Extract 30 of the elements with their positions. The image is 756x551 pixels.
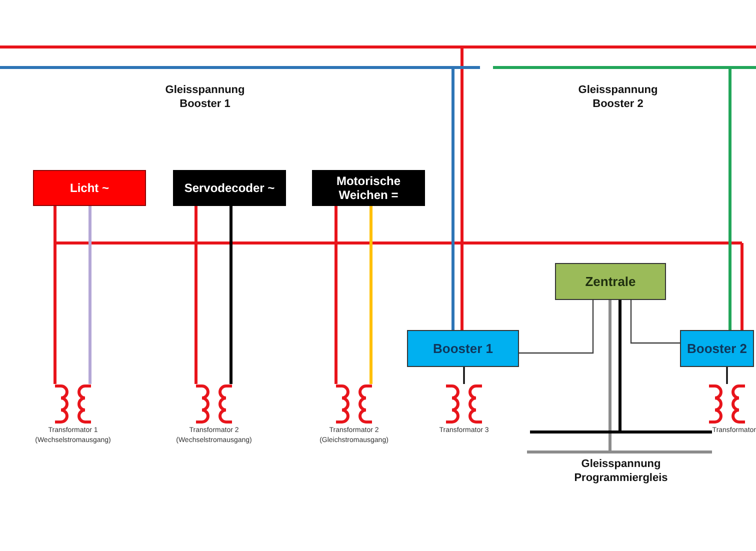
wire <box>88 206 92 384</box>
wire <box>463 367 465 384</box>
transformer-symbol <box>706 384 748 424</box>
wire <box>630 300 680 344</box>
device-box: Motorische Weichen = <box>312 170 425 206</box>
device-box: Servodecoder ~ <box>173 170 286 206</box>
track-label: Gleisspannung Booster 2 <box>577 83 659 111</box>
wire <box>519 300 594 354</box>
wire <box>54 206 56 384</box>
transformer-symbol <box>333 384 375 424</box>
booster-box: Booster 2 <box>680 330 754 367</box>
control-unit-box: Zentrale <box>555 263 666 300</box>
transformer-symbol <box>52 384 94 424</box>
wire <box>608 300 612 452</box>
transformer-symbol <box>193 384 235 424</box>
wire <box>452 67 454 330</box>
wire <box>230 206 232 384</box>
wire <box>740 243 744 330</box>
wire <box>728 67 732 330</box>
track-label: Gleisspannung Booster 1 <box>164 83 246 111</box>
wire <box>194 206 198 384</box>
wire <box>726 367 728 384</box>
wire <box>334 206 338 384</box>
wire <box>370 206 372 384</box>
device-box: Licht ~ <box>33 170 146 206</box>
booster-box: Booster 1 <box>407 330 519 367</box>
track-label: Gleisspannung Programmiergleis <box>573 457 669 485</box>
wire <box>460 47 464 330</box>
wire <box>618 300 622 431</box>
transformer-symbol <box>443 384 485 424</box>
